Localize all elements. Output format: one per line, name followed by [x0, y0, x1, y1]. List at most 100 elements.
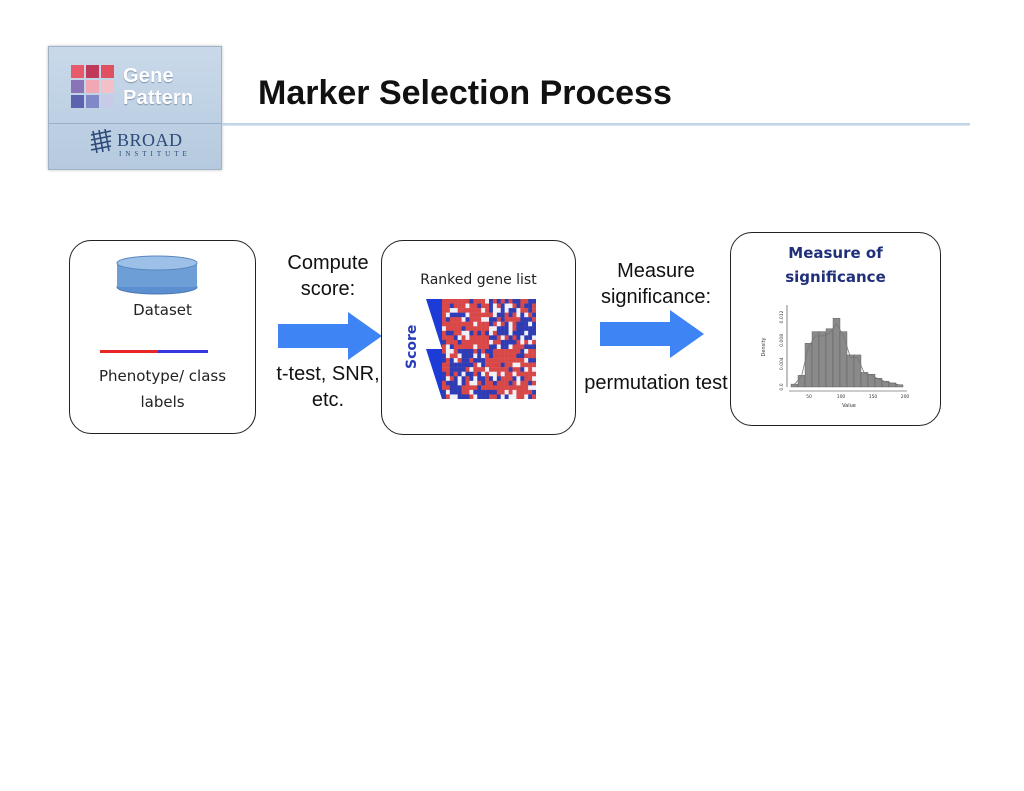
heatmap-cell	[516, 312, 521, 318]
heatmap-cell	[508, 308, 513, 313]
density-curve	[794, 322, 900, 386]
heatmap-cell	[512, 312, 517, 318]
heatmap-cell	[500, 376, 505, 382]
heatmap-cell	[520, 335, 525, 341]
heatmap-cell	[465, 385, 470, 391]
heatmap-cell	[524, 308, 529, 313]
heatmap-cell	[442, 299, 447, 304]
heatmap-cell	[528, 326, 533, 332]
heatmap-cell	[504, 326, 509, 332]
heatmap-cell	[496, 299, 501, 304]
heatmap-cell	[489, 303, 494, 309]
heatmap-cell	[520, 349, 525, 354]
heatmap-cell	[453, 394, 458, 399]
heatmap-cell	[481, 349, 486, 354]
heatmap-cell	[532, 353, 536, 359]
heatmap-cell	[532, 321, 536, 327]
heatmap-cell	[492, 371, 498, 377]
heatmap-cell	[504, 353, 509, 359]
heatmap-cell	[524, 394, 529, 399]
heatmap-cell	[500, 389, 505, 395]
heatmap-cell	[524, 326, 529, 332]
heatmap-cell	[473, 358, 478, 363]
heatmap-cell	[512, 339, 517, 345]
heatmap-cell	[473, 371, 478, 377]
heatmap-cell	[504, 321, 509, 327]
heatmap-cell	[445, 321, 451, 327]
score-wedge-top	[426, 299, 442, 349]
heatmap-cell	[524, 389, 529, 395]
heatmap-cell	[528, 367, 533, 372]
heatmap-cell	[492, 349, 498, 354]
heatmap-cell	[496, 317, 501, 322]
heatmap-cell	[492, 330, 498, 336]
heatmap-cell	[477, 330, 482, 336]
heatmap-cell	[465, 339, 470, 345]
heatmap-cell	[504, 362, 509, 368]
heatmap-cell	[489, 339, 494, 345]
heatmap-cell	[453, 317, 458, 322]
heatmap-cell	[465, 362, 470, 368]
heatmap-cell	[485, 389, 490, 395]
database-cylinder-icon	[116, 255, 198, 295]
score-axis-label: Score	[404, 324, 420, 369]
heatmap-cell	[516, 299, 521, 304]
heatmap-cell	[512, 353, 517, 359]
heatmap-cell	[481, 371, 486, 377]
heatmap-cell	[500, 326, 505, 332]
heatmap-cell	[504, 308, 509, 313]
heatmap-cell	[532, 308, 536, 313]
heatmap-cell	[473, 376, 478, 382]
heatmap-cell	[473, 353, 478, 359]
heatmap-cell	[496, 326, 501, 332]
score-methods-label: t-test, SNR, etc.	[276, 363, 380, 411]
heatmap-cell	[496, 330, 501, 336]
heatmap-cell	[473, 385, 478, 391]
heatmap-cell	[477, 349, 482, 354]
heatmap-cell	[449, 321, 454, 327]
heatmap-cell	[528, 376, 533, 382]
heatmap-cell	[485, 335, 490, 341]
histogram-bar	[804, 343, 813, 388]
heatmap-cell	[532, 385, 536, 391]
heatmap-cell	[457, 362, 462, 368]
heatmap-cell	[481, 339, 486, 345]
heatmap-cell	[500, 308, 505, 313]
heatmap-cell	[485, 326, 490, 332]
heatmap-cell	[496, 335, 501, 341]
heatmap-cell	[461, 317, 466, 322]
heatmap-cell	[504, 339, 509, 345]
heatmap-cell	[477, 303, 482, 309]
heatmap-cell	[449, 353, 454, 359]
heatmap-cell	[485, 303, 490, 309]
heatmap-cell	[496, 376, 501, 382]
heatmap-cell	[469, 349, 474, 354]
heatmap-cell	[528, 344, 533, 350]
heatmap-cell	[520, 317, 525, 322]
heatmap-cell	[492, 299, 498, 304]
heatmap-cell	[524, 335, 529, 341]
heatmap-cell	[461, 312, 466, 318]
heatmap-cell	[465, 335, 470, 341]
heatmap-cell	[524, 376, 529, 382]
heatmap-cell	[516, 349, 521, 354]
heatmap-cell	[469, 312, 474, 318]
heatmap-cell	[469, 353, 474, 359]
heatmap-cell	[481, 389, 486, 395]
heatmap-cell	[512, 376, 517, 382]
heatmap-cell	[508, 321, 513, 327]
heatmap-cell	[453, 299, 458, 304]
heatmap-cell	[496, 312, 501, 318]
heatmap-cell	[504, 380, 509, 386]
heatmap-cell	[453, 371, 458, 377]
heatmap-cell	[481, 326, 486, 332]
heatmap-cell	[469, 371, 474, 377]
heatmap-cell	[504, 371, 509, 377]
heatmap-cell	[477, 376, 482, 382]
heatmap-cell	[481, 303, 486, 309]
heatmap-cell	[461, 371, 466, 377]
heatmap-cell	[489, 312, 494, 318]
heatmap-cell	[465, 349, 470, 354]
heatmap-cell	[528, 349, 533, 354]
heatmap-cell	[524, 312, 529, 318]
